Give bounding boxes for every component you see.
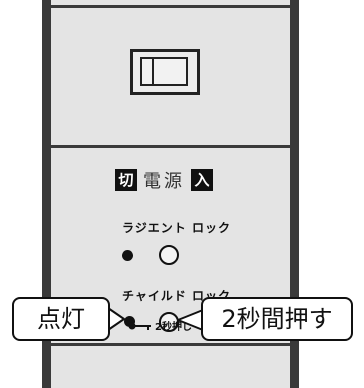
power-on-badge: 入	[191, 169, 213, 191]
key-icon	[128, 322, 151, 330]
hold-callout: 2秒間押す	[201, 297, 353, 341]
child-lock-button[interactable]	[159, 312, 179, 332]
radiant-lock-label: ラジエント ロック	[122, 221, 231, 235]
power-title: 電源	[143, 171, 185, 192]
rocker-switch-edge	[152, 57, 154, 86]
power-off-badge: 切	[115, 169, 137, 191]
radiant-lock-button[interactable]	[159, 245, 179, 265]
rocker-switch-icon	[140, 57, 188, 86]
panel-divider-middle	[51, 145, 290, 148]
panel-divider-top	[51, 5, 290, 8]
hold-hint-text: 2秒押し	[155, 322, 192, 333]
child-lock-indicator	[124, 316, 135, 327]
hold-hint: 2秒押し	[128, 318, 192, 333]
radiant-lock-indicator	[122, 250, 133, 261]
lit-callout: 点灯	[12, 297, 110, 341]
panel-frame-left	[42, 0, 51, 388]
panel-divider-bottom	[51, 343, 290, 346]
power-label-row: 切 電源 入	[115, 168, 213, 192]
panel-frame-right	[290, 0, 299, 388]
